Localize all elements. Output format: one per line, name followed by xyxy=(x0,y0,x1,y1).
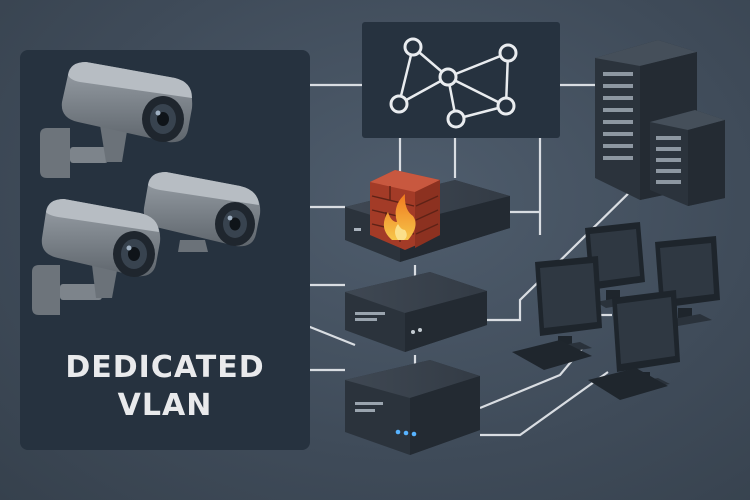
network-switch-icon xyxy=(345,360,480,455)
server-tower-icon xyxy=(650,110,725,206)
network-topology-icon xyxy=(362,22,560,138)
desktop-computer-icon xyxy=(655,236,720,326)
vlan-label-line-2: VLAN xyxy=(117,388,213,423)
security-camera-icon xyxy=(32,199,161,315)
vlan-label-line-1: DEDICATED xyxy=(65,350,265,385)
network-switch-icon xyxy=(345,272,487,352)
firewall-icon xyxy=(345,170,510,262)
security-camera-icon xyxy=(143,172,261,252)
desktop-computer-icon xyxy=(588,290,680,400)
security-camera-icon xyxy=(40,62,193,178)
desktop-computer-icon xyxy=(512,256,602,370)
